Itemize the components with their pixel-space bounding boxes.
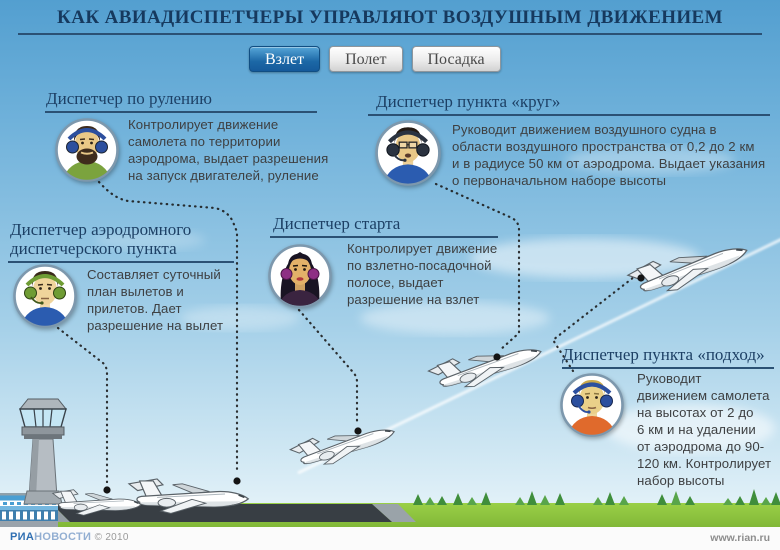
ria-novosti-logo: РИАНОВОСТИ © 2010 [10, 531, 129, 543]
control-tower [18, 398, 68, 505]
controller-title: Диспетчер пункта «подход» [562, 345, 765, 364]
runway [52, 504, 392, 522]
controller-card-podkhod: Диспетчер пункта «подход» Руководит движ… [560, 345, 776, 488]
connector-lines [56, 180, 636, 484]
phase-tabs: Взлет Полет Посадка [249, 46, 501, 72]
card-divider [562, 367, 774, 369]
copyright-text: © 2010 [94, 532, 129, 543]
controller-title: Диспетчер пункта «круг» [376, 92, 561, 111]
controller-title: Диспетчер по рулению [46, 89, 212, 108]
controller-avatar-podkhod [560, 373, 624, 437]
controller-avatar-start [268, 244, 332, 308]
controller-avatar-aerodrome [13, 264, 77, 328]
controller-description: Составляет суточный план вылетов и приле… [87, 267, 224, 333]
controller-description: Руководит движением воздушного судна в о… [452, 122, 766, 188]
tab-takeoff[interactable]: Взлет [249, 46, 321, 72]
controller-description: Контролирует движение по взлетно-посадоч… [347, 241, 498, 307]
clouds [95, 146, 775, 452]
card-divider [270, 236, 498, 238]
controller-title: Диспетчер аэродромного диспетчерского пу… [10, 220, 192, 258]
title-divider [18, 33, 762, 35]
controller-card-start: Диспетчер старта Контролирует движение п… [268, 214, 532, 308]
card-divider [368, 114, 770, 116]
controller-title: Диспетчер старта [273, 214, 401, 233]
card-divider [45, 111, 317, 113]
footer-bar: РИАНОВОСТИ © 2010 www.rian.ru [0, 527, 780, 550]
controller-description: Контролирует движение самолета по террит… [128, 117, 329, 183]
controller-card-krug: Диспетчер пункта «круг» Руководит дв [368, 92, 772, 188]
controller-card-aerodrome: Диспетчер аэродромного диспетчерского пу… [8, 220, 248, 333]
website-url: www.rian.ru [710, 532, 770, 544]
brand-ria: РИА [10, 531, 35, 543]
page-title: КАК АВИАДИСПЕТЧЕРЫ УПРАВЛЯЮТ ВОЗДУШНЫМ Д… [57, 7, 723, 28]
brand-novosti: НОВОСТИ [34, 531, 92, 543]
plane-lifting-off [288, 414, 399, 476]
tab-flight[interactable]: Полет [329, 46, 403, 72]
controller-avatar-krug [375, 120, 441, 186]
controller-description: Руководит движением самолета на высотах … [637, 371, 772, 488]
taxiway-wedge [372, 504, 416, 522]
controller-card-taxi: Диспетчер по рулению Контролирует движен… [45, 89, 346, 183]
trees [413, 489, 780, 505]
card-divider [8, 261, 234, 263]
tab-landing[interactable]: Посадка [411, 46, 501, 72]
connector-dots [103, 274, 645, 494]
plane-climbing-mid [426, 332, 546, 399]
controller-avatar-taxi [55, 118, 119, 182]
